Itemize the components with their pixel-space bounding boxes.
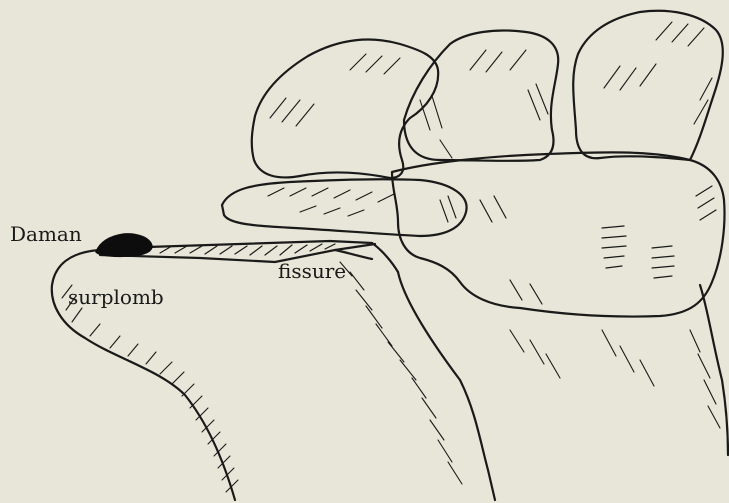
hatching-overhang xyxy=(62,285,238,492)
rock-mass-right-side xyxy=(700,285,728,455)
boulder-back-3 xyxy=(573,11,723,160)
label-daman: Daman xyxy=(10,224,82,244)
label-fissure: fissure xyxy=(278,261,346,281)
hatching-rock-mass xyxy=(340,262,720,484)
flat-boulder-left xyxy=(222,179,467,236)
ledge-top-line xyxy=(148,241,372,247)
hatching-back-boulders xyxy=(270,22,712,158)
label-surplomb: surplomb xyxy=(68,287,164,307)
boulder-back-2 xyxy=(404,31,558,161)
rock-mass-outline xyxy=(372,243,495,500)
hatching-flat-boulder xyxy=(268,188,456,222)
boulder-back-1 xyxy=(252,40,438,178)
hatching-front-boulder xyxy=(480,186,716,304)
daman-hyrax-shape xyxy=(96,234,152,256)
fissure-line xyxy=(335,250,372,259)
